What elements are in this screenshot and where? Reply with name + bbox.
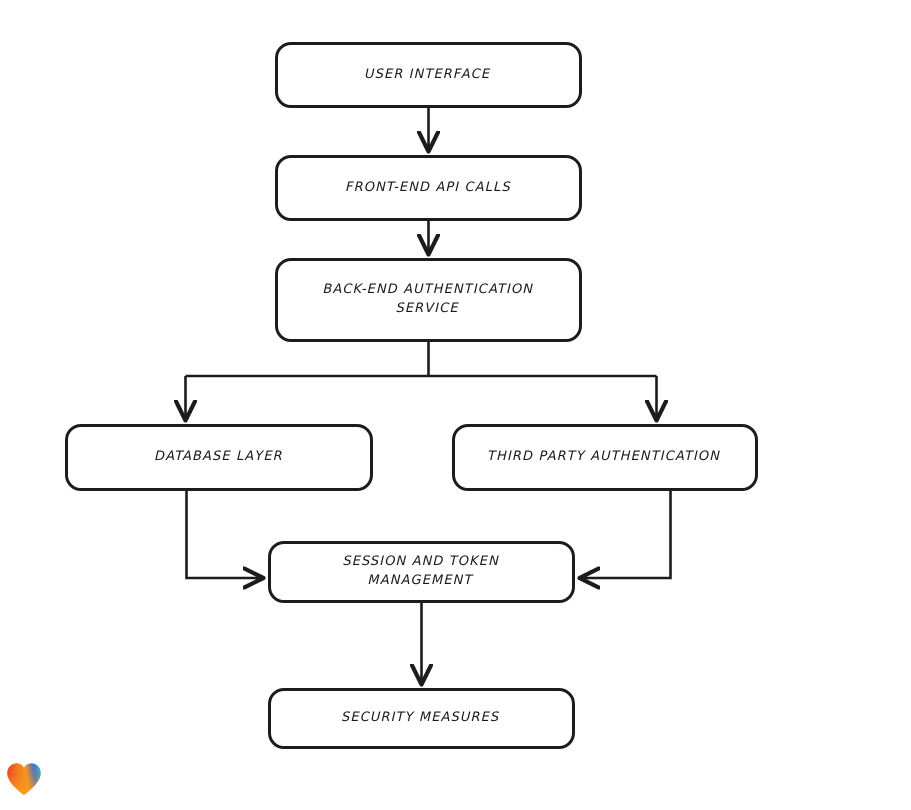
node-third-party-authentication-label: Third Party Authentication xyxy=(488,449,722,465)
edge-thirdparty-to-session xyxy=(581,491,672,578)
node-security-measures-label: Security Measures xyxy=(342,710,501,726)
node-user-interface[interactable]: User Interface xyxy=(275,42,582,108)
node-user-interface-label: User Interface xyxy=(365,66,492,82)
heart-icon xyxy=(7,763,41,795)
node-database-layer[interactable]: Database Layer xyxy=(65,424,373,491)
node-session-and-token-management[interactable]: Session and Token Management xyxy=(268,541,575,603)
node-third-party-authentication[interactable]: Third Party Authentication xyxy=(452,424,758,491)
node-frontend-api-calls[interactable]: Front-end API calls xyxy=(275,155,582,221)
node-session-and-token-management-label: Session and Token Management xyxy=(343,554,501,588)
node-frontend-api-calls-label: Front-end API calls xyxy=(345,179,512,195)
node-backend-authentication-service-label: Back-end Authentication Service xyxy=(323,282,535,316)
node-database-layer-label: Database Layer xyxy=(154,449,284,465)
edge-database-to-session xyxy=(185,491,263,578)
node-backend-authentication-service[interactable]: Back-end Authentication Service xyxy=(275,258,582,342)
node-security-measures[interactable]: Security Measures xyxy=(268,688,575,749)
